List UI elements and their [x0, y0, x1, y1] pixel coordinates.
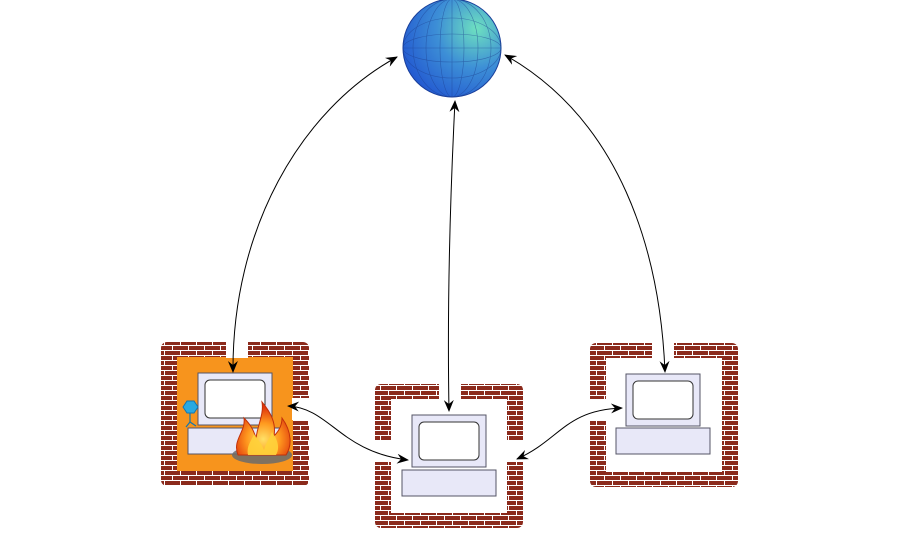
computer-icon — [401, 414, 497, 497]
link-right-globe — [504, 54, 670, 373]
computer-icon — [187, 372, 281, 455]
computer-icon — [615, 373, 711, 455]
link-left-globe — [227, 56, 398, 373]
flame-icon — [232, 400, 292, 464]
globe-icon — [402, 0, 502, 98]
link-center-globe — [443, 100, 460, 412]
link-left-center — [287, 401, 409, 464]
link-center-right — [516, 403, 623, 460]
virus-icon — [182, 400, 199, 428]
